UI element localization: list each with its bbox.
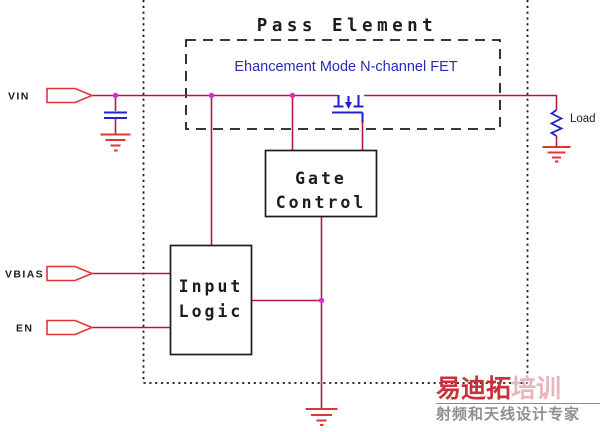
vin-port-label: VIN [8,91,30,103]
nchannel-fet-symbol [332,95,364,123]
watermark-brand-primary: 易迪拓 [436,374,512,403]
vbias-port-connector [46,265,95,282]
gate-control-label-line1: Gate [295,169,347,188]
gate-control-label-line2: Control [276,193,367,212]
junction-dot [318,297,325,304]
watermark-brand: 易迪拓培训 [436,375,600,404]
fet-body-arrow-head [345,102,352,109]
gate-control-block [264,149,378,218]
vin-ground-symbol [100,133,131,152]
fet-drain-source-leads [333,95,364,108]
input-logic-label-line1: Input [179,277,244,296]
vin-port-connector [46,87,95,104]
pass-element-dashed-box [185,39,501,130]
pass-element-title: Pass Element [257,16,437,36]
watermark-brand-secondary: 培训 [511,374,562,403]
watermark: 易迪拓培训 射频和天线设计专家 [436,375,600,423]
input-logic-label-line2: Logic [179,302,244,321]
en-port-label: EN [16,323,33,335]
load-resistor [549,109,564,137]
input-logic-block [169,244,253,356]
load-ground-symbol [542,146,571,163]
junction-dot [208,92,215,99]
load-label: Load [570,113,596,125]
watermark-tagline: 射频和天线设计专家 [436,405,581,423]
junction-dot [112,92,119,99]
en-port-connector [46,319,95,336]
main-ground-symbol [305,408,338,426]
junction-dot [289,92,296,99]
fet-gate-bar [332,111,364,123]
vbias-port-label: VBIAS [5,269,44,281]
fet-caption: Ehancement Mode N-channel FET [234,59,457,75]
